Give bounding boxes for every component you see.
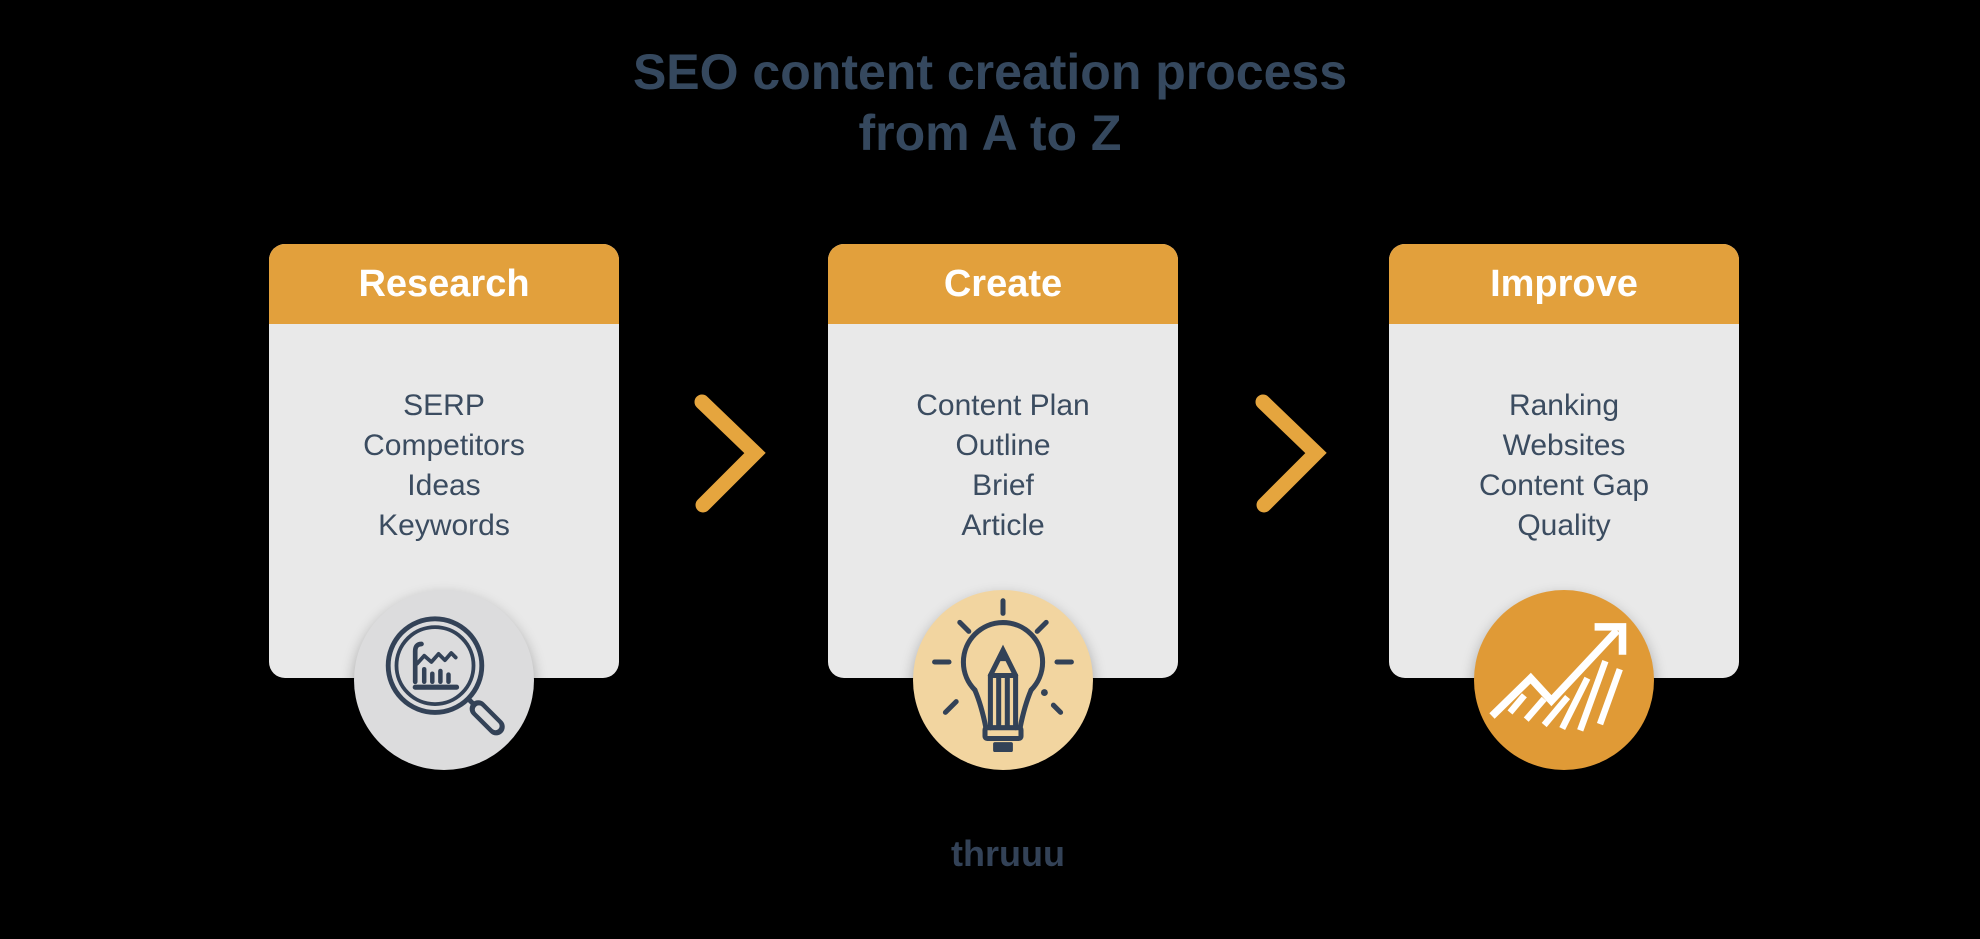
growth-arrow-icon xyxy=(1489,623,1627,732)
chevron-right-icon xyxy=(1255,394,1327,513)
create-card-list: Content Plan Outline Brief Article xyxy=(828,386,1178,546)
list-item: SERP xyxy=(403,389,485,422)
research-card: Research SERP Competitors Ideas Keywords xyxy=(269,244,619,678)
lightbulb-pencil-icon xyxy=(932,598,1074,752)
list-item: Article xyxy=(961,509,1045,542)
list-item: Outline xyxy=(955,429,1051,462)
page-title: SEO content creation process from A to Z xyxy=(0,42,1980,164)
list-item: Quality xyxy=(1517,509,1611,542)
list-item: Content Gap xyxy=(1478,469,1650,502)
list-item: Ranking xyxy=(1508,389,1620,422)
list-item: Content Plan xyxy=(916,389,1090,422)
research-badge xyxy=(354,590,534,770)
research-card-header: Research xyxy=(269,244,619,324)
page-title-line1: SEO content creation process xyxy=(632,44,1348,100)
list-item: Competitors xyxy=(363,429,525,462)
chevron-right-icon xyxy=(694,394,766,513)
improve-badge xyxy=(1474,590,1654,770)
magnifier-chart-icon xyxy=(385,616,505,736)
list-item: Ideas xyxy=(407,469,481,502)
list-item: Brief xyxy=(972,469,1034,502)
improve-card-header: Improve xyxy=(1389,244,1739,324)
research-card-list: SERP Competitors Ideas Keywords xyxy=(269,386,619,546)
create-badge xyxy=(913,590,1093,770)
improve-card-list: Ranking Websites Content Gap Quality xyxy=(1389,386,1739,546)
list-item: Keywords xyxy=(378,509,510,542)
create-card-header: Create xyxy=(828,244,1178,324)
list-item: Websites xyxy=(1502,429,1626,462)
page-title-line2: from A to Z xyxy=(858,105,1122,161)
brand-logo: thruuu xyxy=(951,833,1065,874)
